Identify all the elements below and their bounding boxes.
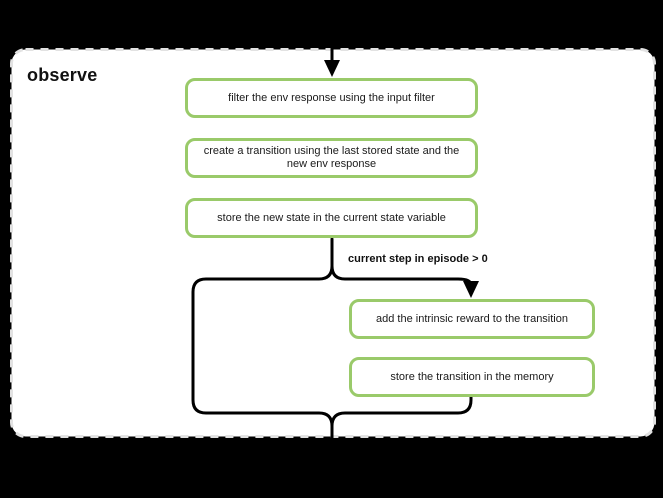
node-filter-env-response-label: filter the env response using the input … (228, 91, 435, 104)
node-store-transition: store the transition in the memory (349, 357, 595, 397)
connector-merge (330, 395, 473, 428)
node-create-transition-label: create a transition using the last store… (203, 145, 460, 170)
connector-left-bypass (191, 237, 334, 445)
node-store-new-state: store the new state in the current state… (185, 198, 478, 238)
arrowhead-branch-true (463, 281, 479, 298)
node-filter-env-response: filter the env response using the input … (185, 78, 478, 118)
container-title: observe (27, 65, 98, 85)
node-create-transition: create a transition using the last store… (185, 138, 478, 178)
node-add-intrinsic-reward: add the intrinsic reward to the transiti… (349, 299, 595, 339)
branch-condition-label: current step in episode > 0 (348, 253, 488, 265)
node-store-new-state-label: store the new state in the current state… (217, 211, 446, 224)
node-add-intrinsic-reward-label: add the intrinsic reward to the transiti… (376, 312, 568, 325)
arrowhead-entry (324, 60, 340, 77)
node-store-transition-label: store the transition in the memory (390, 370, 554, 383)
